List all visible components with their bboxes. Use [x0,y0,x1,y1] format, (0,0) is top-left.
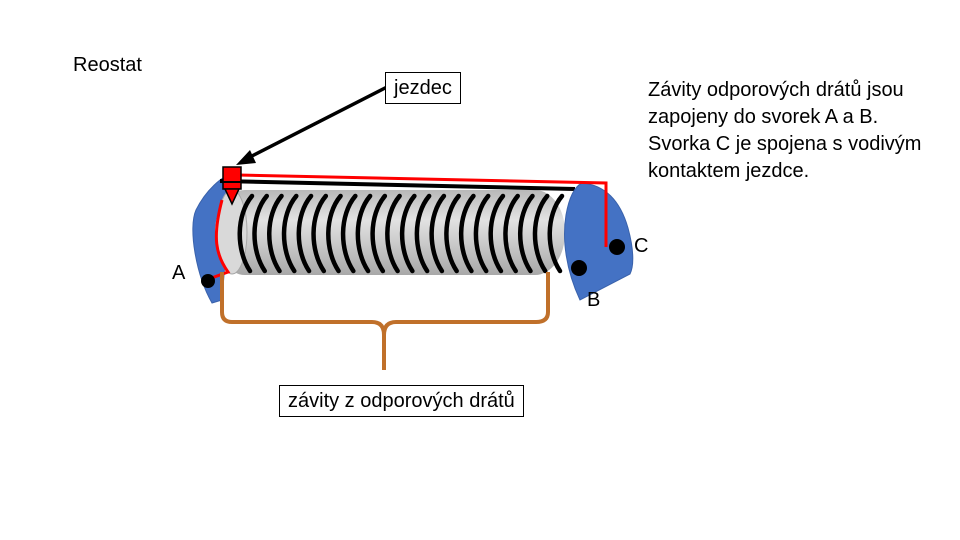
winding-turn [237,193,255,274]
terminal-a-dot [201,274,215,288]
windings-brace [220,272,550,370]
winding-turn [399,193,417,274]
terminal-a-label: A [172,262,186,284]
winding-turn [340,193,358,274]
windings-label: závity z odporových drátů [279,385,524,417]
winding-turn [547,193,565,274]
description-line-1: Závity odporových drátů jsou [648,79,904,101]
winding-turn [444,193,461,274]
winding-turn [267,193,284,274]
description-text: Závity odporových drátů jsou zapojeny do… [648,77,921,185]
winding-turn [429,193,447,274]
slider-contact[interactable] [220,166,244,206]
winding-turn [473,193,491,274]
terminal-a-wire [205,199,231,282]
slider-label: jezdec [385,72,461,104]
terminal-b-label: B [587,289,601,311]
description-line-2: zapojeny do svorek A a B. [648,106,879,128]
slider-pointer-arrow [236,85,388,165]
winding-turn [517,193,535,274]
winding-turn [296,193,314,274]
winding-turn [370,193,388,274]
winding-turn [311,193,329,274]
description-line-3: Svorka C je spojena s vodivým [648,133,922,155]
winding-turn [252,193,270,274]
terminal-c-dot [609,239,625,255]
winding-turn [458,193,476,274]
slider-wire-to-c [237,173,608,247]
winding-turn [532,193,550,274]
winding-turn [488,193,506,274]
winding-turn [385,193,402,274]
slider-rail [219,179,576,191]
terminal-c-label: C [634,235,649,257]
page-title: Reostat [73,54,142,76]
description-line-4: kontaktem jezdce. [648,160,810,182]
terminal-b-dot [571,260,587,276]
winding-turn [414,193,432,274]
winding-turn [355,193,373,274]
winding-turn [326,193,343,274]
resistance-windings [237,193,565,274]
winding-turn [281,193,299,274]
winding-turn [503,193,520,274]
